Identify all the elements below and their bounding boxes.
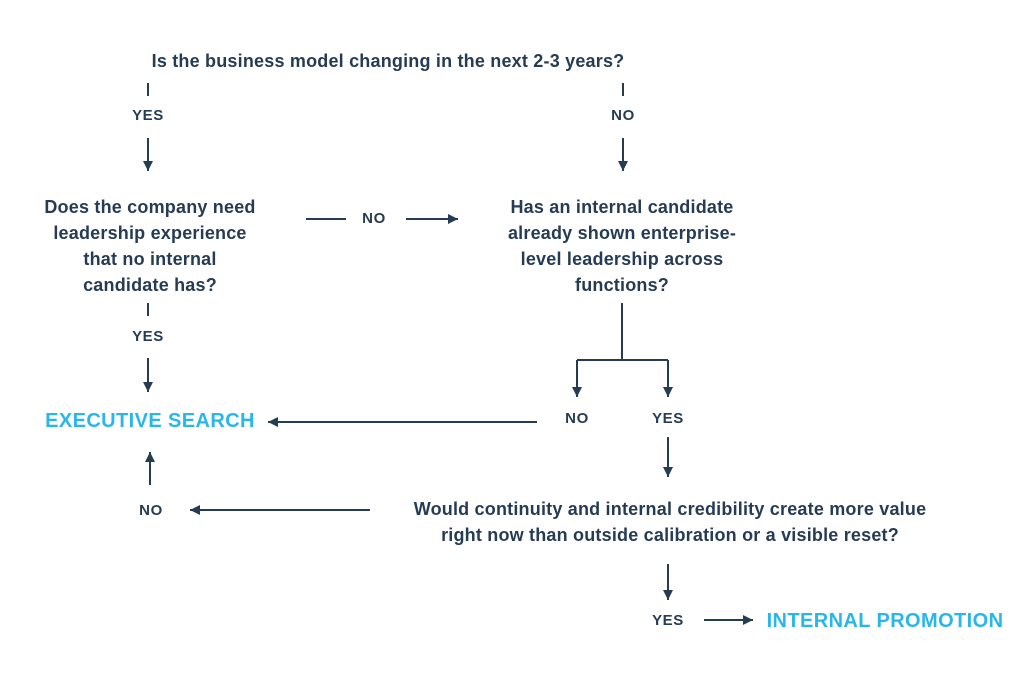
question-line: functions? [575,275,669,295]
question-internal-candidate: Has an internal candidate already shown … [480,194,764,298]
label-q2-no: NO [362,210,386,227]
question-line: candidate has? [83,275,217,295]
question-leadership-experience: Does the company need leadership experie… [25,194,275,298]
label-q3-no: NO [565,410,589,427]
question-line: level leadership across [520,249,724,269]
label-q4-no: NO [139,502,163,519]
label-q3-yes: YES [652,410,684,427]
question-line: Has an internal candidate [510,197,734,217]
question-line: Is the business model changing in the ne… [151,51,625,71]
question-line: right now than outside calibration or a … [441,525,899,545]
label-q4-yes: YES [652,612,684,629]
question-line: Would continuity and internal credibilit… [413,499,927,519]
question-line: already shown enterprise- [507,223,737,243]
label-q1-yes: YES [132,107,164,124]
question-line: Does the company need [44,197,256,217]
question-business-model: Is the business model changing in the ne… [68,48,708,74]
question-continuity-credibility: Would continuity and internal credibilit… [370,496,970,548]
outcome-internal-promotion: INTERNAL PROMOTION [766,610,1004,632]
question-line: leadership experience [53,223,247,243]
label-q1-no: NO [611,107,635,124]
outcome-executive-search: EXECUTIVE SEARCH [45,410,255,432]
question-line: that no internal [83,249,217,269]
label-q2-yes: YES [132,328,164,345]
